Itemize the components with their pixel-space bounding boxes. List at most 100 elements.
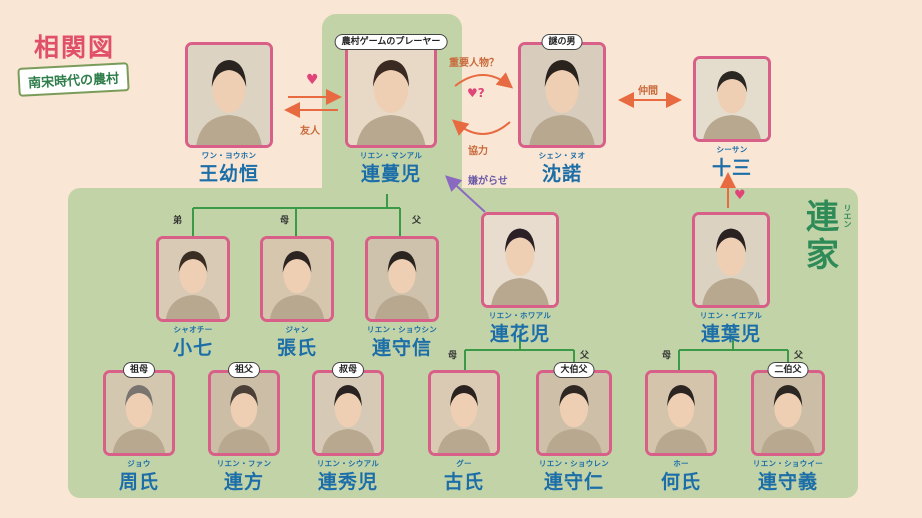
name-reading: リエン・ホワアル [488,311,552,320]
role-badge: 謎の男 [541,34,583,50]
tree-label-mother: 母 [280,216,290,226]
portrait-photo [428,370,500,456]
page-title: 相関図 [34,33,116,62]
person-name: 連葉児 [700,323,761,345]
name-reading: リエン・ショウイー [752,459,824,468]
name-reading: リエン・ファン [216,459,272,468]
portrait-photo [365,236,439,322]
name-reading: ワン・ヨウホン [201,151,257,160]
tree-yer-parents [678,336,789,370]
relation-friend-label: 友人 [300,126,320,137]
person-name: 連守仁 [543,471,604,493]
role-badge: 祖父 [227,362,261,378]
person-shouren: 大伯父 [536,362,612,456]
tree-label-father: 父 [412,216,422,226]
tree-label-father: 父 [580,351,590,361]
family-name-text: 連 家 [806,197,839,274]
portrait-photo [518,42,606,148]
arrow-manr-to-shen [454,72,514,89]
portrait-silhouette-icon [368,239,436,319]
person-name: 周氏 [118,471,159,493]
person-name: 王幼恒 [198,163,259,185]
portrait-photo [645,370,717,456]
portrait-photo [536,370,612,456]
relation-cooperation-label: 協力 [468,146,488,157]
person-name: 十三 [711,157,752,179]
name-reading: リエン・ショウシン [366,325,438,334]
heart-icon: ♥ [734,188,746,203]
name-reading: グー [456,459,472,468]
portrait-photo [481,212,559,308]
person-name: 古氏 [443,471,484,493]
name-reading: リエン・ショウレン [538,459,610,468]
person-name: 連蔓児 [360,163,421,185]
portrait-silhouette-icon [539,373,609,453]
name-reading: シーサン [716,145,748,154]
tree-label-mother: 母 [448,351,458,361]
arrow-shen-to-manr [451,119,511,136]
name-reading: シェン・ヌオ [538,151,586,160]
portrait-silhouette-icon [348,45,434,145]
portrait-silhouette-icon [188,45,270,145]
person-shouxin [365,236,439,322]
portrait-photo [185,42,273,148]
role-badge: 二伯父 [767,362,809,378]
tree-label-mother: 母 [662,351,672,361]
relation-harassment-label: 嫌がらせ [468,176,508,187]
portrait-photo [692,212,770,308]
arrow-huar-to-manr [445,175,486,213]
person-name: 連方 [223,471,264,493]
portrait-photo [156,236,230,322]
person-xiuer: 叔母 [312,362,384,456]
name-reading: ジョウ [127,459,151,468]
person-lian_manr: 農村ゲームのプレーヤー [334,34,448,148]
portrait-silhouette-icon [211,373,277,453]
person-name: 沈諾 [541,163,582,185]
person-shen: 謎の男 [518,34,606,148]
portrait-photo [312,370,384,456]
relation-companion-label: 仲間 [638,86,658,97]
tree-label-father: 父 [794,351,804,361]
portrait-silhouette-icon [648,373,714,453]
person-huar [481,212,559,308]
portrait-silhouette-icon [484,215,556,305]
portrait-silhouette-icon [106,373,172,453]
person-name: 小七 [172,337,213,359]
portrait-silhouette-icon [521,45,603,145]
name-reading: ジャン [285,325,309,334]
person-shouyi: 二伯父 [751,362,825,456]
person-name: 連秀児 [317,471,378,493]
relation-important-label: 重要人物？ [449,58,499,69]
tree-manr-family [192,194,401,236]
portrait-silhouette-icon [695,215,767,305]
person-name: 連花児 [489,323,550,345]
person-name: 連守信 [371,337,432,359]
portrait-silhouette-icon [431,373,497,453]
relation-love-question-label: ♥? [467,86,485,100]
portrait-photo [103,370,175,456]
portrait-silhouette-icon [754,373,822,453]
portrait-photo [260,236,334,322]
person-zhang [260,236,334,322]
role-badge: 大伯父 [553,362,595,378]
portrait-silhouette-icon [315,373,381,453]
portrait-photo [208,370,280,456]
person-name: 何氏 [660,471,701,493]
portrait-silhouette-icon [696,59,768,139]
portrait-photo [693,56,771,142]
person-fang: 祖父 [208,362,280,456]
role-badge: 農村ゲームのプレーヤー [334,34,448,50]
person-yer [692,212,770,308]
name-reading: シャオチー [173,325,213,334]
portrait-photo [751,370,825,456]
portrait-photo [345,42,437,148]
family-name-label: 連 家 [806,198,846,274]
person-wang [185,42,273,148]
person-name: 連守義 [757,471,818,493]
name-reading: リエン・シウアル [316,459,380,468]
person-he [645,370,717,456]
name-reading: リエン・マンアル [359,151,423,160]
role-badge: 祖母 [122,362,156,378]
person-xiaoqi [156,236,230,322]
